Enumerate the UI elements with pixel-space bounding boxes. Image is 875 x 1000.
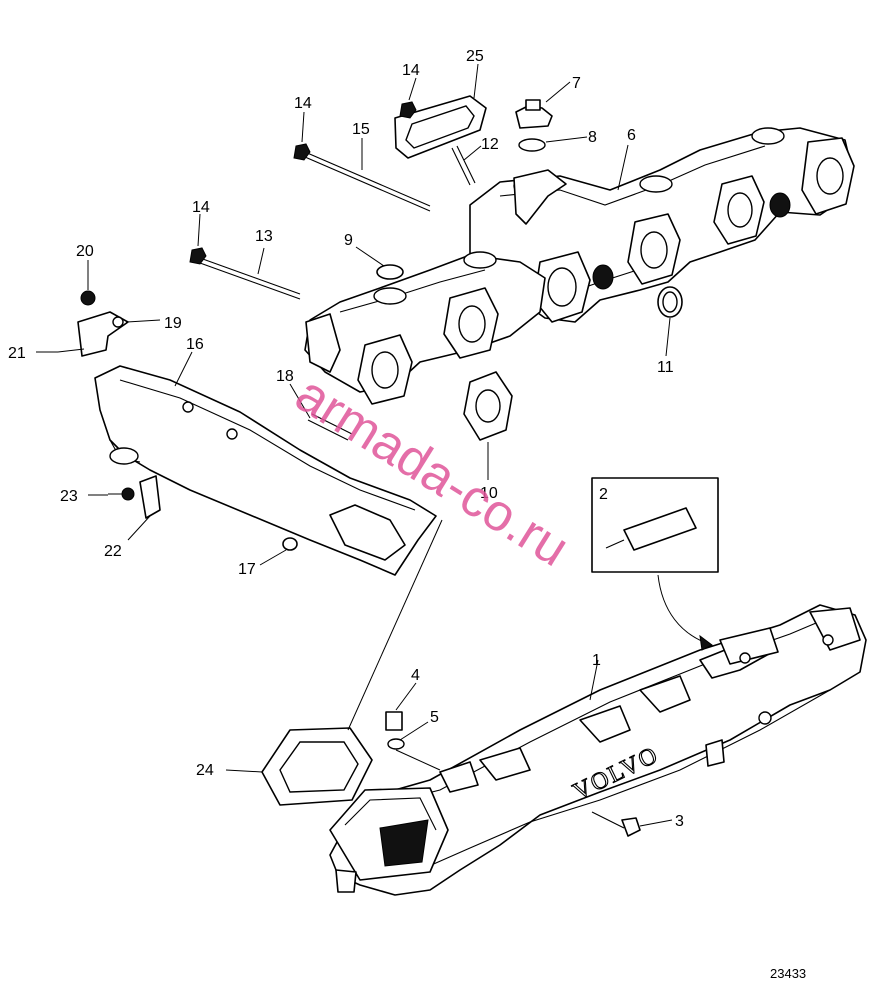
manifold-section-front xyxy=(304,251,546,405)
manifold-section-rear xyxy=(469,127,855,323)
callout-14-left: 14 xyxy=(192,199,210,216)
callout-8: 8 xyxy=(588,129,597,146)
callout-22: 22 xyxy=(104,543,122,560)
callout-19: 19 xyxy=(164,315,182,332)
callout-12: 12 xyxy=(481,136,499,153)
callout-20: 20 xyxy=(76,243,94,260)
callout-1: 1 xyxy=(592,652,601,669)
callout-25: 25 xyxy=(466,48,484,65)
callout-11: 11 xyxy=(657,359,674,376)
callout-9: 9 xyxy=(344,232,353,249)
callout-2: 2 xyxy=(599,486,608,503)
gasket-25 xyxy=(394,95,487,159)
callout-13: 13 xyxy=(255,228,273,245)
callout-17: 17 xyxy=(238,561,256,578)
callout-labels: 1 2 3 4 5 6 7 8 9 10 11 12 13 14 14 14 1… xyxy=(8,48,684,830)
figure-number: 23433 xyxy=(770,966,806,981)
gasket-10 xyxy=(463,371,513,441)
callout-5: 5 xyxy=(430,709,439,726)
callout-3: 3 xyxy=(675,813,684,830)
callout-14-mid: 14 xyxy=(294,95,312,112)
callout-10: 10 xyxy=(480,485,498,502)
callout-15: 15 xyxy=(352,121,370,138)
gasket-24 xyxy=(261,727,373,806)
leader-lines xyxy=(36,63,713,827)
small-parts xyxy=(57,99,719,837)
callout-23: 23 xyxy=(60,488,78,505)
callout-16: 16 xyxy=(186,336,204,353)
callout-21: 21 xyxy=(8,345,26,362)
callout-4: 4 xyxy=(411,667,420,684)
callout-6: 6 xyxy=(627,127,636,144)
heat-shield xyxy=(94,365,437,576)
callout-7: 7 xyxy=(572,75,581,92)
lower-manifold: VOLVO xyxy=(329,604,867,896)
callout-18: 18 xyxy=(276,368,294,385)
callout-14-top: 14 xyxy=(402,62,420,79)
callout-24: 24 xyxy=(196,762,214,779)
